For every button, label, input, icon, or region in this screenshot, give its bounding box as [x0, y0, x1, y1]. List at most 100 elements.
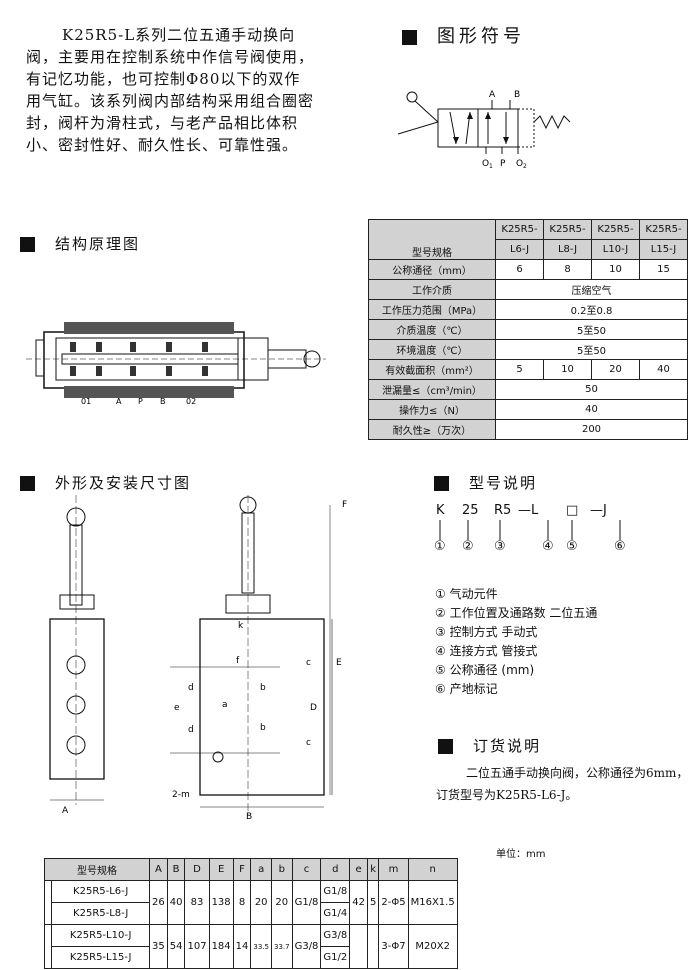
- svg-text:E: E: [336, 658, 342, 668]
- order-cell: 42: [349, 880, 368, 925]
- svg-text:F: F: [342, 500, 347, 510]
- svg-text:e: e: [174, 703, 180, 713]
- order-cell: G3/8: [291, 924, 322, 969]
- spec-row-label: 有效截面积（mm²）: [368, 359, 496, 380]
- spec-row-label: 环境温度（℃）: [368, 339, 496, 360]
- svg-text:b: b: [260, 723, 266, 733]
- model-legend: ① 气动元件 ② 工作位置及通路数 二位五通 ③ 控制方式 手动式 ④ 连接方式 管接…: [435, 585, 695, 699]
- spec-cell: 40: [495, 399, 688, 420]
- spec-row: 泄漏量≤（cm³/min）50: [368, 379, 688, 400]
- order-cell: K25R5-L15-J: [51, 946, 150, 969]
- spec-row-label: 工作介质: [368, 279, 496, 300]
- order-cell: 3-Φ7: [378, 924, 409, 969]
- spec-row-label: 公称通径（mm）: [368, 259, 496, 280]
- legend-item: ⑤ 公称通径 (mm): [435, 663, 535, 677]
- spec-row-label: 工作压力范围（MPa）: [368, 299, 496, 320]
- spec-row-label: 泄漏量≤（cm³/min）: [368, 379, 496, 400]
- order-header-cell: b: [270, 858, 293, 881]
- legend-item: ④ 连接方式 管接式: [435, 644, 538, 658]
- svg-text:1: 1: [489, 163, 493, 170]
- order-cell: M16X1.5: [407, 880, 458, 925]
- svg-text:B: B: [246, 812, 252, 822]
- svg-text:A: A: [116, 397, 122, 406]
- legend-item: ③ 控制方式 手动式: [435, 625, 538, 639]
- svg-text:d: d: [188, 683, 194, 693]
- spec-row: 环境温度（℃）5至50: [368, 339, 688, 360]
- order-header-cell: a: [250, 858, 272, 881]
- order-text: 二位五通手动换向阀，公称通径为6mm，订货型号为K25R5-L6-J。: [436, 766, 689, 802]
- svg-text:01: 01: [81, 397, 91, 406]
- spec-cell: 5: [495, 359, 544, 380]
- order-cell: [349, 924, 368, 969]
- order-cell: K25R5-L10-J: [51, 924, 150, 947]
- legend-item: ⑥ 产地标记: [435, 682, 498, 696]
- structure-diagram: 01 A P B 02: [26, 322, 326, 406]
- svg-text:2: 2: [523, 163, 527, 170]
- svg-text:2-m: 2-m: [172, 790, 190, 800]
- port-p-label: P: [500, 159, 506, 169]
- spec-model-1: K25R5-: [495, 219, 544, 240]
- order-cell: 35: [149, 924, 168, 969]
- section-bullet-icon: [20, 237, 35, 252]
- order-cell: 5: [366, 880, 380, 925]
- port-a-label: A: [489, 90, 496, 100]
- table-row: K25R5-L15-J G1/2: [45, 946, 458, 969]
- spec-row-label: 介质温度（℃）: [368, 319, 496, 340]
- spec-row: 工作压力范围（MPa）0.2至0.8: [368, 299, 688, 320]
- unit-label: 单位：mm: [496, 849, 546, 860]
- legend-item: ② 工作位置及通路数 二位五通: [435, 606, 598, 620]
- spec-row: 介质温度（℃）5至50: [368, 319, 688, 340]
- order-header-cell: k: [366, 858, 380, 881]
- order-cell: [43, 880, 53, 925]
- order-cell: 33.7: [270, 924, 293, 969]
- spec-cell: 40: [639, 359, 688, 380]
- svg-text:f: f: [236, 656, 240, 666]
- pneumatic-symbol-diagram: A B O 1 P O 2: [397, 90, 571, 170]
- order-cell: 40: [166, 880, 186, 925]
- order-cell: 33.5: [250, 924, 272, 969]
- order-cell: K25R5-L6-J: [51, 880, 150, 903]
- model-code: K 25 R5 —L □ —J ① ② ③ ④ ⑤ ⑥: [434, 503, 626, 554]
- model-code-leaders: [439, 520, 621, 540]
- spec-cell: 200: [495, 419, 688, 440]
- spec-cell: 压缩空气: [495, 279, 688, 300]
- spec-cell: 5至50: [495, 339, 688, 360]
- order-cell: 14: [232, 924, 252, 969]
- spec-header-label: 型号规格: [368, 219, 496, 260]
- spec-cell: 50: [495, 379, 688, 400]
- svg-text:02: 02: [186, 397, 196, 406]
- order-cell: G1/8: [320, 880, 351, 903]
- spec-cell: 10: [591, 259, 640, 280]
- order-header-cell: n: [407, 858, 458, 881]
- section-order-header: 订货说明: [438, 735, 541, 756]
- order-cell: G1/4: [320, 902, 351, 925]
- section-bullet-icon: [20, 476, 35, 491]
- order-cell: 2-Φ5: [378, 880, 409, 925]
- svg-text:c: c: [306, 658, 311, 668]
- section-bullet-icon: [438, 739, 453, 754]
- order-header-cell: D: [184, 858, 210, 881]
- spec-cell: 8: [543, 259, 592, 280]
- order-header-cell: e: [349, 858, 368, 881]
- order-cell: G1/2: [320, 946, 351, 969]
- spec-cell: 6: [495, 259, 544, 280]
- svg-text:d: d: [188, 725, 194, 735]
- section-bullet-icon: [434, 476, 449, 491]
- order-cell: G3/8: [320, 924, 351, 947]
- section-bullet-icon: [402, 29, 417, 45]
- order-header-cell: d: [320, 858, 351, 881]
- order-cell: 83: [184, 880, 210, 925]
- order-cell: [43, 924, 53, 969]
- spec-cell: 10: [543, 359, 592, 380]
- svg-text:c: c: [306, 738, 311, 748]
- svg-text:P: P: [138, 397, 143, 406]
- order-cell: 26: [149, 880, 168, 925]
- order-cell: 184: [208, 924, 234, 969]
- order-cell: G1/8: [291, 880, 322, 925]
- legend-item: ① 气动元件: [435, 587, 498, 601]
- order-header-cell: A: [149, 858, 168, 881]
- svg-text:b: b: [260, 683, 266, 693]
